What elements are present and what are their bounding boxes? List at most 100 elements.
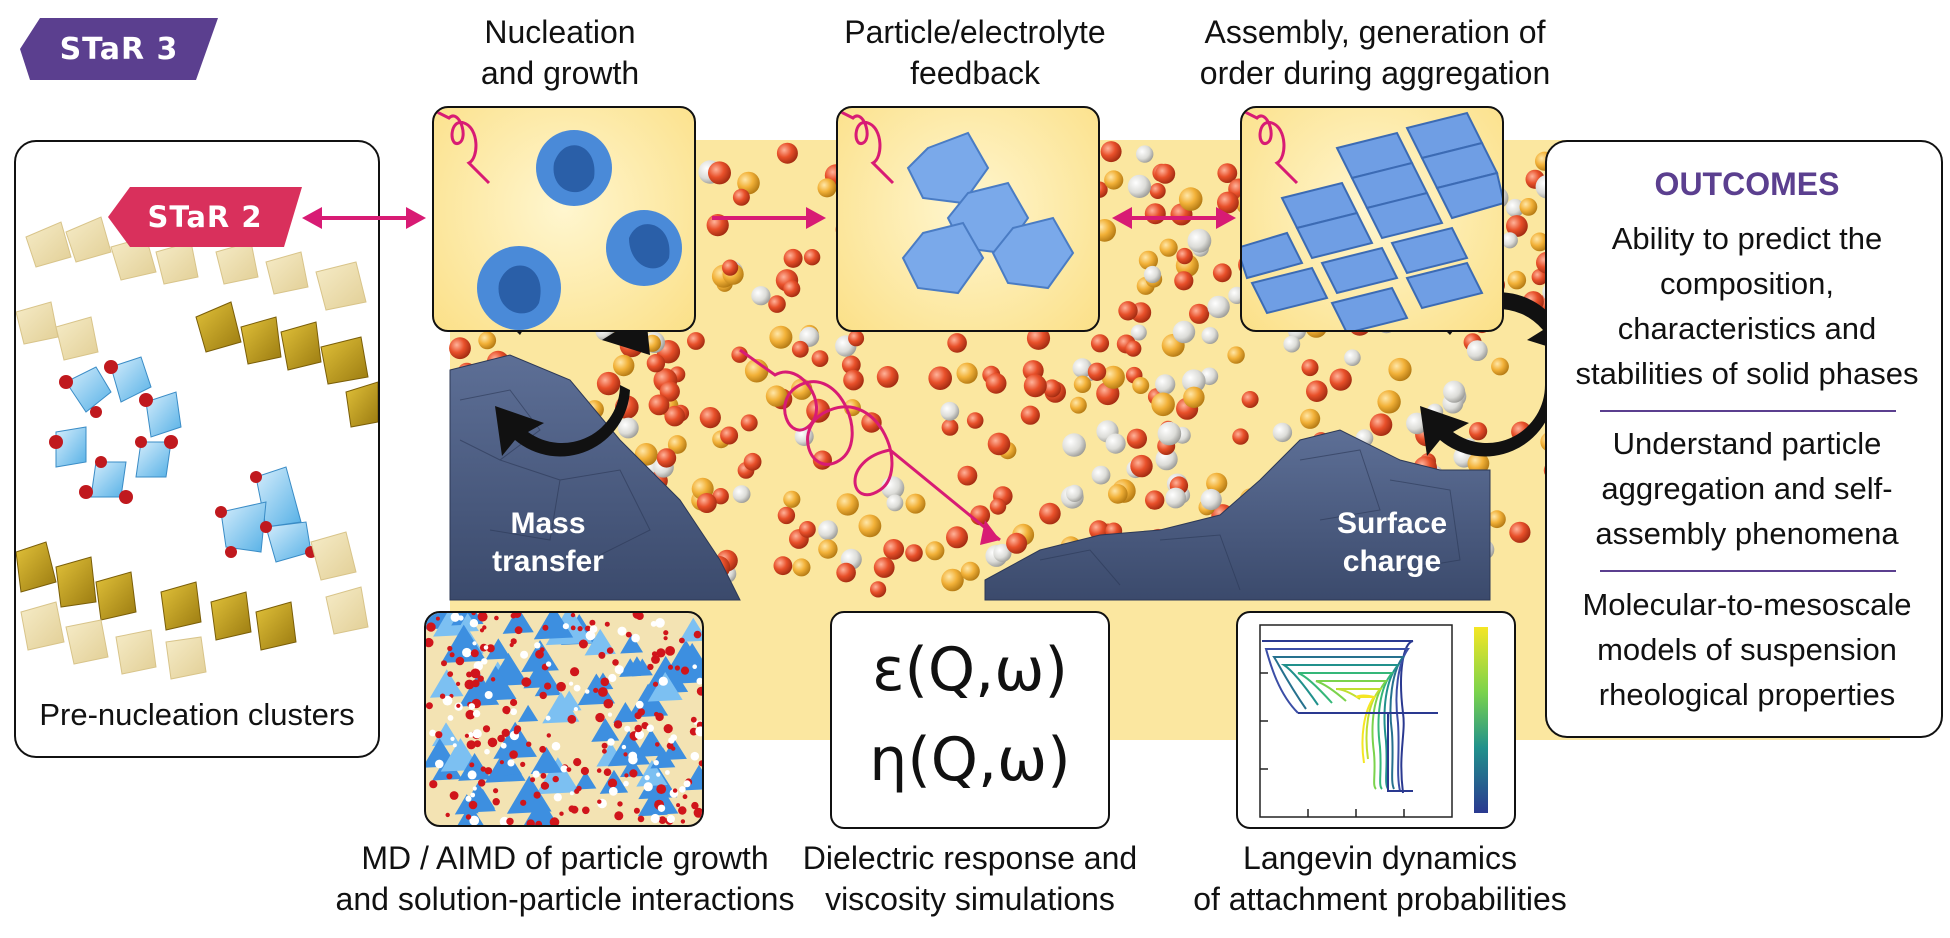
md-atom — [429, 729, 436, 737]
atom — [687, 332, 705, 350]
langevin-contour-plot — [1259, 624, 1488, 818]
atom — [667, 435, 687, 454]
md-atom — [552, 775, 559, 783]
md-atom — [574, 788, 580, 794]
outcome-item-1: Ability to predict the composition, char… — [1575, 221, 1919, 391]
md-atom — [513, 729, 520, 735]
atom — [1136, 145, 1154, 163]
atom — [1388, 357, 1412, 382]
md-atom — [653, 760, 659, 766]
atom — [596, 371, 621, 396]
atom — [1206, 472, 1228, 494]
atom — [1241, 391, 1259, 408]
md-atom — [607, 712, 613, 717]
md-atom — [551, 741, 561, 751]
md-atom — [650, 813, 660, 824]
md-atom — [450, 613, 460, 622]
md-aimd-snapshot — [424, 611, 704, 827]
md-atom — [668, 737, 675, 744]
atom — [905, 544, 923, 562]
atom — [947, 333, 967, 353]
md-tetrahedron — [493, 721, 537, 759]
atom — [1501, 232, 1518, 249]
md-atom — [676, 803, 681, 808]
atom — [1143, 265, 1162, 284]
atom — [1443, 380, 1466, 403]
atom — [836, 562, 856, 583]
md-atom — [539, 647, 545, 653]
md-atom — [486, 644, 495, 653]
md-atom — [623, 780, 629, 787]
md-atom — [502, 705, 511, 715]
md-atom — [530, 777, 536, 783]
md-atom — [606, 647, 614, 654]
atom — [1090, 334, 1110, 353]
atom — [1174, 271, 1194, 291]
md-atom — [447, 715, 454, 721]
md-atom — [449, 652, 455, 658]
atom — [1201, 327, 1219, 344]
atom — [1506, 198, 1525, 218]
md-atom — [426, 622, 436, 632]
md-atom — [472, 786, 477, 791]
atom — [1070, 396, 1087, 414]
atom — [1101, 365, 1125, 389]
outcome-item-2: Understand particle aggregation and self… — [1595, 426, 1899, 551]
atom — [768, 295, 786, 313]
md-atom — [661, 679, 668, 685]
atom — [1530, 232, 1550, 252]
atom — [792, 558, 811, 577]
md-atom — [473, 661, 483, 671]
atom — [617, 417, 639, 439]
md-atom — [435, 731, 443, 739]
atom — [1301, 359, 1319, 377]
md-atom — [598, 651, 606, 659]
md-atom — [562, 623, 569, 630]
md-tetrahedron — [613, 702, 638, 723]
atom — [1062, 433, 1086, 457]
md-atom — [468, 732, 474, 738]
md-atom — [597, 799, 602, 804]
md-atom — [553, 793, 562, 802]
md-atom — [465, 814, 472, 820]
md-atom — [607, 778, 618, 788]
viscosity-equation: η(Q,ω) — [869, 725, 1071, 795]
atom — [1072, 358, 1093, 378]
md-tetrahedron — [485, 638, 511, 660]
md-atom — [472, 729, 482, 739]
star2-tag: STaR 2 — [108, 187, 302, 247]
atom — [925, 541, 945, 561]
md-atom — [468, 703, 476, 710]
md-atom — [678, 806, 687, 815]
surface-charge-label: Surface charge — [1336, 507, 1448, 578]
atom — [1130, 324, 1147, 341]
md-atom — [469, 762, 475, 768]
radiation-wave-center — [739, 348, 1001, 542]
md-tetrahedron — [628, 683, 669, 718]
md-atom — [510, 698, 518, 707]
md-tetrahedron — [574, 771, 597, 790]
md-atom — [671, 746, 676, 751]
atom — [905, 493, 926, 514]
md-atom — [621, 744, 627, 750]
md-atom — [624, 773, 629, 778]
md-atom — [464, 733, 469, 738]
atom — [803, 249, 821, 266]
mass-transfer-label: Mass transfer — [492, 507, 604, 578]
md-atom — [507, 759, 515, 767]
md-atom — [559, 811, 564, 816]
md-atom — [510, 708, 517, 716]
md-atom — [447, 645, 453, 652]
atom — [1091, 465, 1111, 485]
dielectric-panel: ε(Q,ω) η(Q,ω) — [830, 611, 1110, 829]
atom — [1066, 484, 1084, 502]
atom — [777, 506, 796, 525]
md-atom — [521, 677, 531, 687]
md-atom — [585, 630, 596, 641]
atom — [740, 414, 758, 432]
md-atom — [546, 733, 551, 738]
md-atom — [656, 648, 666, 658]
md-atom — [469, 619, 479, 628]
md-atom — [585, 625, 591, 632]
md-atom — [680, 819, 686, 824]
